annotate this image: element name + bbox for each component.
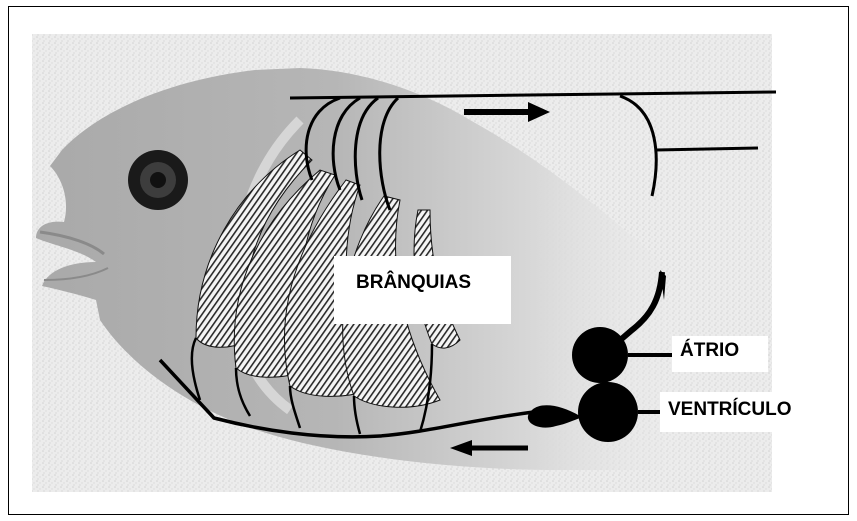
atrium-chamber <box>572 327 628 383</box>
ventricle-chamber <box>578 382 638 442</box>
label-branquias: BRÂNQUIAS <box>356 272 471 294</box>
label-atrio: ÁTRIO <box>680 340 739 362</box>
fish-eye <box>128 150 188 210</box>
label-ventriculo: VENTRÍCULO <box>668 399 792 421</box>
